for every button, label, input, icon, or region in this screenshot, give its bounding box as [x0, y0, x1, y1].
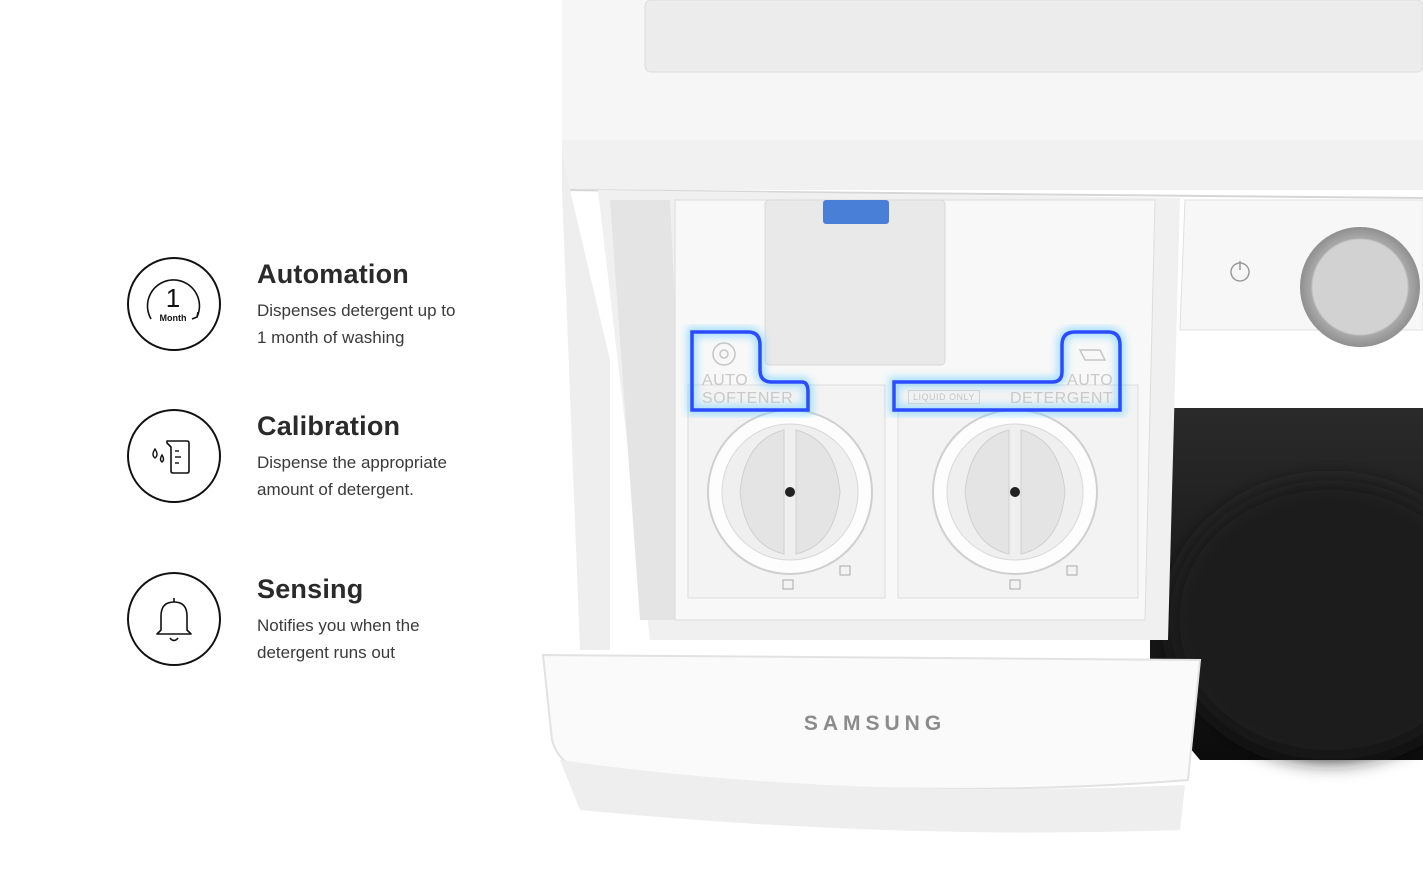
- liquid-only-badge: LIQUID ONLY: [908, 390, 980, 404]
- feature-description: Dispenses detergent up to 1 month of was…: [257, 301, 456, 347]
- icon-number: 1: [166, 283, 180, 313]
- measuring-cup-icon: [127, 409, 221, 503]
- brand-logo: SAMSUNG: [803, 712, 947, 735]
- feature-automation: 1 Month Automation Dispenses detergent u…: [127, 257, 527, 357]
- feature-title: Calibration: [257, 411, 401, 441]
- bell-icon: [127, 572, 221, 666]
- icon-caption: Month: [160, 313, 187, 323]
- month-cycle-icon: 1 Month: [127, 257, 221, 351]
- detergent-label: AUTO DETERGENT: [1010, 372, 1114, 407]
- feature-calibration: Calibration Dispense the appropriate amo…: [127, 409, 527, 509]
- feature-description: Notifies you when the detergent runs out: [257, 616, 420, 662]
- feature-title: Sensing: [257, 574, 364, 604]
- softener-label: AUTO SOFTENER: [702, 372, 794, 407]
- washer-dispenser-illustration: AUTO SOFTENER AUTO DETERGENT LIQUID ONLY…: [540, 0, 1423, 880]
- feature-sensing: Sensing Notifies you when the detergent …: [127, 572, 527, 672]
- feature-description: Dispense the appropriate amount of deter…: [257, 453, 447, 499]
- washer-drawing: [541, 0, 1423, 833]
- feature-title: Automation: [257, 259, 409, 289]
